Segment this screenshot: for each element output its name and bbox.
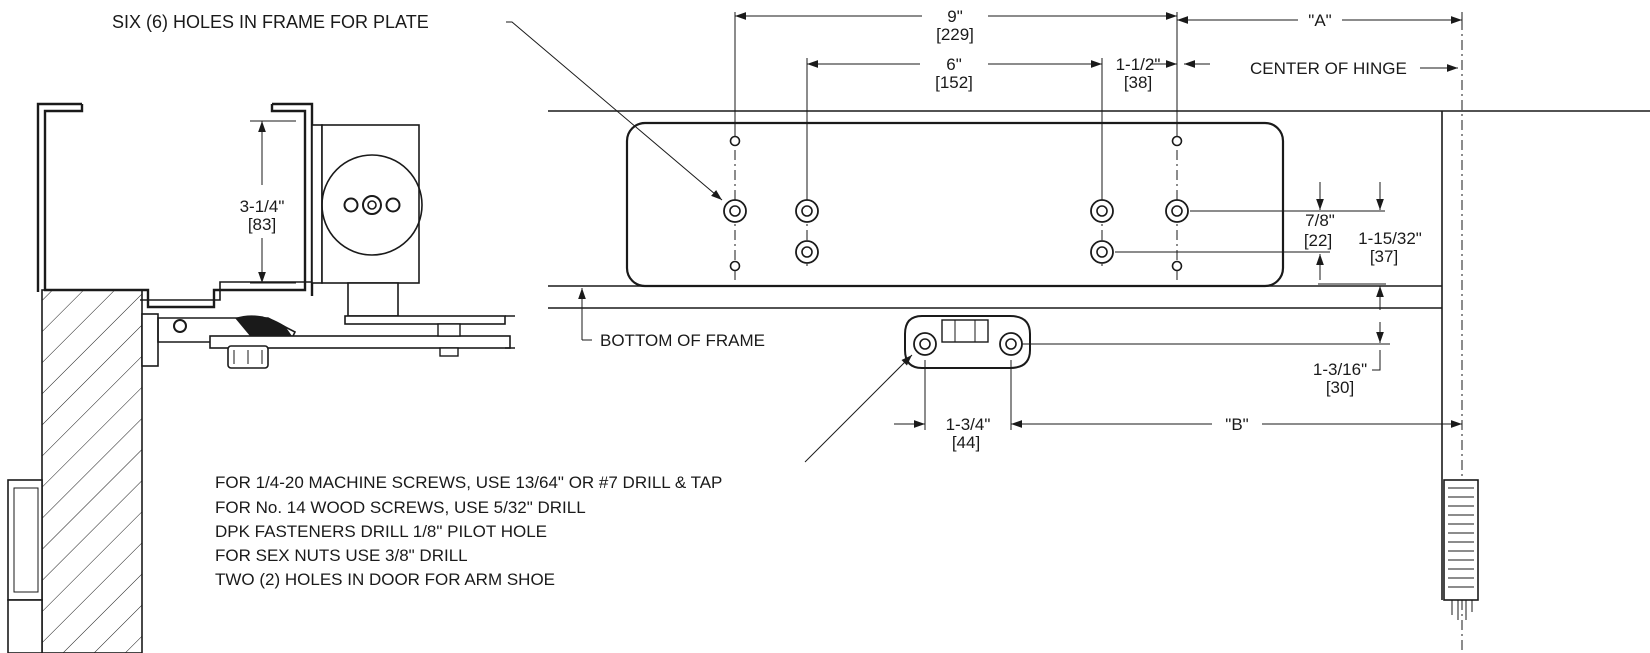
bottom-of-frame-label: BOTTOM OF FRAME bbox=[600, 331, 765, 350]
dim-1-15-32-inch: 1-15/32" bbox=[1358, 229, 1422, 248]
dimension-3-1-4 bbox=[250, 120, 296, 284]
note-line: FOR 1/4-20 MACHINE SCREWS, USE 13/64" OR… bbox=[215, 473, 722, 492]
note-line: TWO (2) HOLES IN DOOR FOR ARM SHOE bbox=[215, 570, 555, 589]
dimension-1-15-32 bbox=[1318, 182, 1386, 285]
dim-1-3-4-mm: [44] bbox=[952, 433, 980, 452]
note-line: FOR No. 14 WOOD SCREWS, USE 5/32" DRILL bbox=[215, 498, 586, 517]
dim-9-inch: 9" bbox=[947, 7, 963, 26]
dim-1-15-32-mm: [37] bbox=[1370, 247, 1398, 266]
door-section bbox=[41, 289, 143, 653]
dim-3-1-4-mm: [83] bbox=[248, 215, 276, 234]
frame-elevation-view bbox=[548, 12, 1650, 653]
dim-3-1-4-inch: 3-1/4" bbox=[240, 197, 285, 216]
extension-lines bbox=[734, 12, 1463, 430]
frame-hole bbox=[1165, 199, 1189, 223]
six-holes-callout: SIX (6) HOLES IN FRAME FOR PLATE bbox=[112, 12, 429, 32]
side-section-view bbox=[7, 102, 515, 653]
dim-9-mm: [229] bbox=[936, 25, 974, 44]
dimension-1-3-16 bbox=[1372, 286, 1384, 371]
dim-6-mm: [152] bbox=[935, 73, 973, 92]
frame-holes bbox=[723, 199, 1189, 264]
dim-7-8-inch: 7/8" bbox=[1305, 211, 1335, 230]
six-holes-leader bbox=[506, 21, 723, 201]
bottom-of-frame-leader bbox=[578, 288, 592, 341]
note-line: DPK FASTENERS DRILL 1/8" PILOT HOLE bbox=[215, 522, 547, 541]
frame-hole bbox=[795, 240, 819, 264]
pilot-holes bbox=[729, 135, 1183, 272]
dim-1-1-2-mm: [38] bbox=[1124, 73, 1152, 92]
center-of-hinge-label: CENTER OF HINGE bbox=[1250, 59, 1407, 78]
door-holes-leader bbox=[804, 354, 913, 463]
dim-6-inch: 6" bbox=[946, 55, 962, 74]
spindle-icon bbox=[362, 195, 382, 215]
dim-B-label: "B" bbox=[1225, 415, 1248, 434]
frame-hole bbox=[795, 199, 819, 223]
frame-hole bbox=[1090, 240, 1114, 264]
closer-body bbox=[311, 124, 423, 317]
dim-1-3-16-inch: 1-3/16" bbox=[1313, 360, 1367, 379]
hinge-leaf bbox=[7, 479, 43, 653]
dim-A-label: "A" bbox=[1308, 11, 1331, 30]
dim-7-8-mm: [22] bbox=[1304, 231, 1332, 250]
frame-hole bbox=[1090, 199, 1114, 223]
dim-1-1-2-inch: 1-1/2" bbox=[1116, 55, 1161, 74]
mounting-plate bbox=[625, 121, 1285, 288]
dim-1-3-16-mm: [30] bbox=[1326, 378, 1354, 397]
dim-1-3-4-inch: 1-3/4" bbox=[946, 415, 991, 434]
installation-notes: FOR 1/4-20 MACHINE SCREWS, USE 13/64" OR… bbox=[215, 473, 722, 589]
door-hinge bbox=[1443, 479, 1479, 620]
arm-assembly bbox=[141, 313, 515, 369]
frame-hole bbox=[723, 199, 747, 223]
note-line: FOR SEX NUTS USE 3/8" DRILL bbox=[215, 546, 468, 565]
arm-shoe bbox=[904, 315, 1031, 369]
